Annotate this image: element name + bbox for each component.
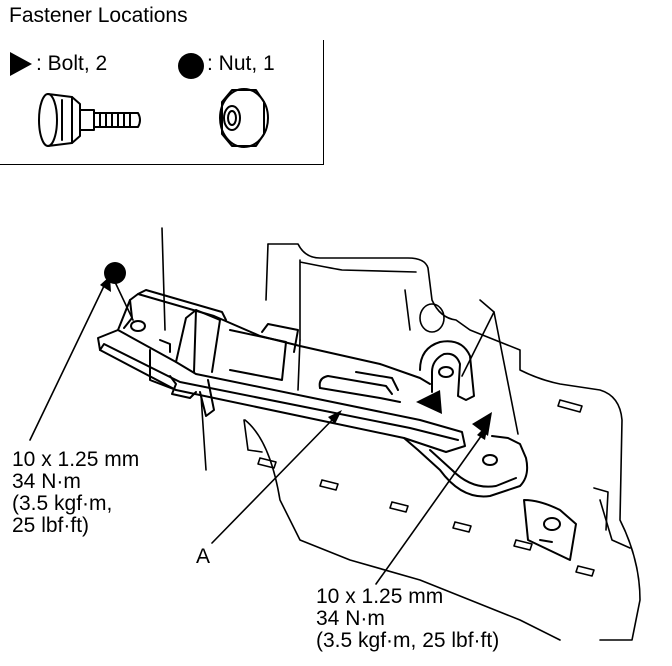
nut-circle-icon [178, 53, 204, 79]
left-spec-line-1: 10 x 1.25 mm [12, 448, 140, 471]
part-label-a: A [196, 545, 211, 568]
bolt-legend-label: : Bolt, 2 [36, 52, 108, 75]
left-spec-line-3: (3.5 kgf·m, [12, 492, 113, 515]
legend-box [0, 40, 324, 165]
left-spec-line-4: 25 lbf·ft) [12, 514, 90, 537]
right-ref-leader-2 [493, 311, 519, 435]
bottom-spec-line-2: 34 N·m [316, 607, 385, 630]
bottom-callout-leader [375, 431, 485, 585]
left-callout-leader [29, 285, 105, 441]
bracket-a [97, 289, 466, 453]
bolt-location-marker-1-icon [416, 390, 442, 414]
nut-leader [114, 281, 134, 321]
left-torque-spec: 10 x 1.25 mm 34 N·m (3.5 kgf·m, 25 lbf·f… [12, 449, 139, 537]
bottom-spec-line-3: (3.5 kgf·m, 25 lbf·ft) [316, 629, 500, 652]
bottom-torque-spec: 10 x 1.25 mm 34 N·m (3.5 kgf·m, 25 lbf·f… [316, 586, 499, 652]
part-a-arrow-icon [328, 410, 342, 424]
nut-legend-label: : Nut, 1 [207, 52, 275, 75]
legend-title: Fastener Locations [9, 4, 188, 27]
bolt-location-marker-2-icon [472, 412, 492, 436]
bolt-triangle-icon [10, 52, 32, 76]
part-a-leader [211, 415, 337, 544]
right-bracket-arms [403, 340, 577, 561]
nut-illustration-icon [219, 88, 269, 148]
leader-lines [29, 281, 519, 585]
bottom-spec-line-1: 10 x 1.25 mm [316, 585, 444, 608]
left-spec-line-2: 34 N·m [12, 470, 81, 493]
bolt-illustration-icon [38, 93, 141, 147]
nut-location-marker-icon [104, 262, 126, 284]
